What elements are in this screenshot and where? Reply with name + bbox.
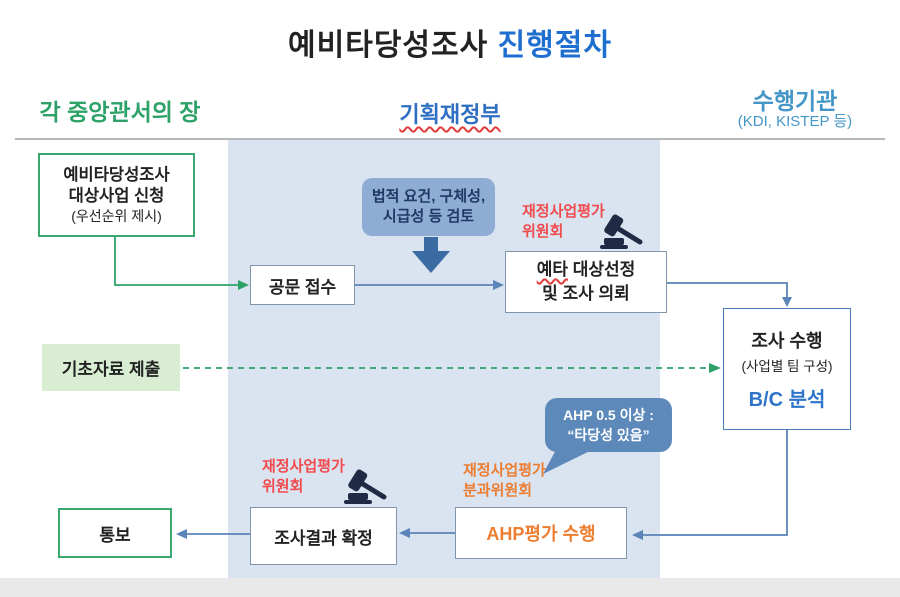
ahp-speech-bubble: AHP 0.5 이상 : “타당성 있음” [545, 398, 672, 452]
node-receipt-box: 공문 접수 [250, 265, 355, 305]
title-blue: 진행절차 [497, 29, 612, 62]
survey-line1: 조사 수행 [751, 330, 823, 351]
review-line2: 시급성 등 검토 [382, 208, 475, 225]
committee1-label: 재정사업평가 위원회 [522, 203, 605, 240]
node-basicdata-box: 기초자료 제출 [42, 344, 180, 391]
page-title: 예비타당성조사 진행절차 [0, 20, 900, 64]
column-header-ministries: 각 중앙관서의 장 [39, 99, 201, 125]
node-survey-box: 조사 수행 (사업별 팀 구성) B/C 분석 [723, 308, 851, 430]
committee2-label: 재정사업평가 위원회 [262, 458, 345, 495]
subcommittee-label: 재정사업평가 분과위원회 [463, 462, 546, 499]
header-divider-line [15, 138, 885, 140]
gavel-icon [600, 214, 643, 249]
arrowhead-basicdata-to-survey [709, 363, 721, 373]
apply-line1: 예비타당성조사 [63, 165, 170, 184]
column-header-agency: 수행기관 [752, 88, 838, 114]
column-header-mof: 기획재정부 [399, 102, 501, 127]
review-callout: 법적 요건, 구체성, 시급성 등 검토 [362, 178, 495, 236]
column-header-agency-sub: (KDI, KISTEP 등) [737, 113, 853, 130]
gavel-icon [344, 469, 387, 504]
arrowhead-select-to-survey [782, 297, 792, 307]
select-line2: 및 조사 의뢰 [542, 284, 630, 303]
apply-line3: (우선순위 제시) [71, 207, 162, 224]
arrowhead-confirm-to-notify [176, 529, 187, 539]
node-apply-box: 예비타당성조사 대상사업 신청 (우선순위 제시) [38, 153, 195, 237]
select-line1: 예타 대상선정 [536, 260, 636, 280]
node-confirm-box: 조사결과 확정 [250, 507, 397, 565]
bubble-line1: AHP 0.5 이상 : [563, 406, 654, 423]
node-notify-box: 통보 [58, 508, 172, 558]
review-line1: 법적 요건, 구체성, [371, 187, 486, 205]
arrow-apply-to-receipt [114, 237, 240, 286]
node-select-box: 예타 대상선정 및 조사 의뢰 [505, 251, 667, 313]
apply-line2: 대상사업 신청 [68, 187, 165, 206]
bubble-line2: “타당성 있음” [567, 427, 650, 443]
title-black: 예비타당성조사 [288, 29, 489, 62]
survey-line2: (사업별 팀 구성) [741, 358, 833, 374]
node-ahpeval-box: AHP평가 수행 [455, 507, 627, 559]
survey-line3: B/C 분석 [748, 388, 826, 411]
bottom-strip [0, 578, 900, 597]
arrow-select-to-survey [667, 282, 788, 299]
